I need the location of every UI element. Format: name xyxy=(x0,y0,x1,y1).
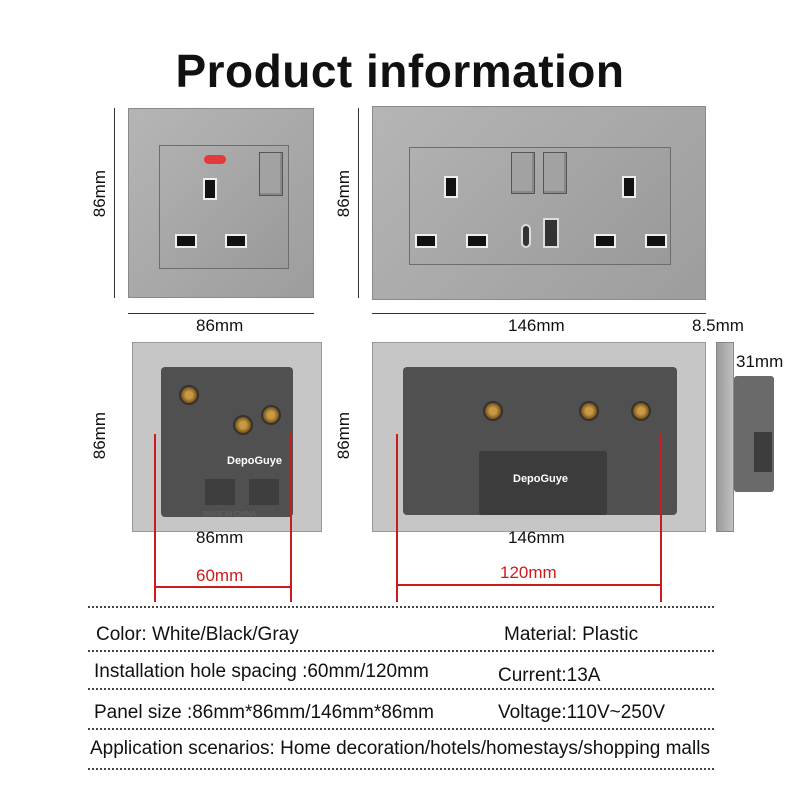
double-socket-front xyxy=(372,106,706,300)
hole-spacing-line xyxy=(396,584,662,586)
neutral-pin-slot xyxy=(225,234,247,248)
divider xyxy=(88,728,714,730)
terminal-screw-icon xyxy=(631,401,651,421)
rocker-switch-left[interactable] xyxy=(511,152,535,194)
earth-pin-slot xyxy=(622,176,636,198)
earth-pin-slot xyxy=(203,178,217,200)
hole-spacing-line xyxy=(290,434,292,602)
clip-block xyxy=(205,479,235,505)
brand-label: DepoGuye xyxy=(513,473,569,485)
dim-hole-large: 120mm xyxy=(500,563,557,582)
dim-back-small-width: 86mm xyxy=(196,528,244,547)
terminal-screw-icon xyxy=(261,405,281,425)
dim-back-large-height: 86mm xyxy=(334,412,353,460)
plate-edge xyxy=(716,342,734,532)
dim-small-width: 86mm xyxy=(196,316,244,335)
brand-label: DepoGuye xyxy=(227,455,283,467)
dim-large-height: 86mm xyxy=(334,170,353,218)
live-pin-slot xyxy=(415,234,437,248)
divider xyxy=(88,688,714,690)
dim-depth-body: 31mm xyxy=(736,352,784,371)
dim-hole-small: 60mm xyxy=(196,566,244,585)
divider xyxy=(88,768,714,770)
dim-back-large-width: 146mm xyxy=(508,528,565,547)
neutral-pin-slot xyxy=(466,234,488,248)
spec-panel-size: Panel size :86mm*86mm/146mm*86mm xyxy=(94,702,435,723)
dim-depth-plate: 8.5mm xyxy=(692,316,744,335)
dim-small-height: 86mm xyxy=(90,170,109,218)
usb-c-port-icon xyxy=(521,224,531,248)
dim-large-width: 146mm xyxy=(508,316,565,335)
socket-body: DepoGuye xyxy=(161,367,293,517)
hole-spacing-line xyxy=(660,434,662,602)
rocker-switch[interactable] xyxy=(259,152,283,196)
socket-faceplate xyxy=(159,145,289,269)
usb-module xyxy=(479,451,607,515)
hole-spacing-line xyxy=(154,586,292,588)
clip-block xyxy=(249,479,279,505)
dim-line xyxy=(128,313,314,314)
terminal-screw-icon xyxy=(579,401,599,421)
spec-hole-spacing: Installation hole spacing :60mm/120mm xyxy=(94,661,429,682)
socket-body: DepoGuye xyxy=(403,367,677,515)
spec-current: Current:13A xyxy=(498,665,601,686)
dim-line xyxy=(358,108,359,298)
page-title: Product information xyxy=(175,45,625,97)
divider xyxy=(88,650,714,652)
double-socket-back: DepoGuye xyxy=(372,342,706,532)
terminal-block-side xyxy=(754,432,772,472)
usb-a-port-icon xyxy=(543,218,559,248)
single-socket-front xyxy=(128,108,314,298)
side-profile xyxy=(716,342,776,532)
neon-indicator-icon xyxy=(204,155,226,164)
single-socket-back: DepoGuye MADE IN CHINA xyxy=(132,342,322,532)
spec-voltage: Voltage:110V~250V xyxy=(498,702,666,723)
earth-pin-slot xyxy=(444,176,458,198)
divider xyxy=(88,606,714,608)
spec-color: Color: White/Black/Gray xyxy=(96,624,299,645)
terminal-screw-icon xyxy=(233,415,253,435)
dim-line xyxy=(372,313,706,314)
hole-spacing-line xyxy=(154,434,156,602)
neutral-pin-slot xyxy=(645,234,667,248)
socket-faceplate xyxy=(409,147,671,265)
terminal-screw-icon xyxy=(179,385,199,405)
rocker-switch-right[interactable] xyxy=(543,152,567,194)
hole-spacing-line xyxy=(396,434,398,602)
live-pin-slot xyxy=(594,234,616,248)
dim-back-small-height: 86mm xyxy=(90,412,109,460)
spec-material: Material: Plastic xyxy=(504,624,639,645)
terminal-screw-icon xyxy=(483,401,503,421)
live-pin-slot xyxy=(175,234,197,248)
made-in-label: MADE IN CHINA xyxy=(203,511,256,518)
spec-application: Application scenarios: Home decoration/h… xyxy=(90,738,710,759)
dim-line xyxy=(114,108,115,298)
